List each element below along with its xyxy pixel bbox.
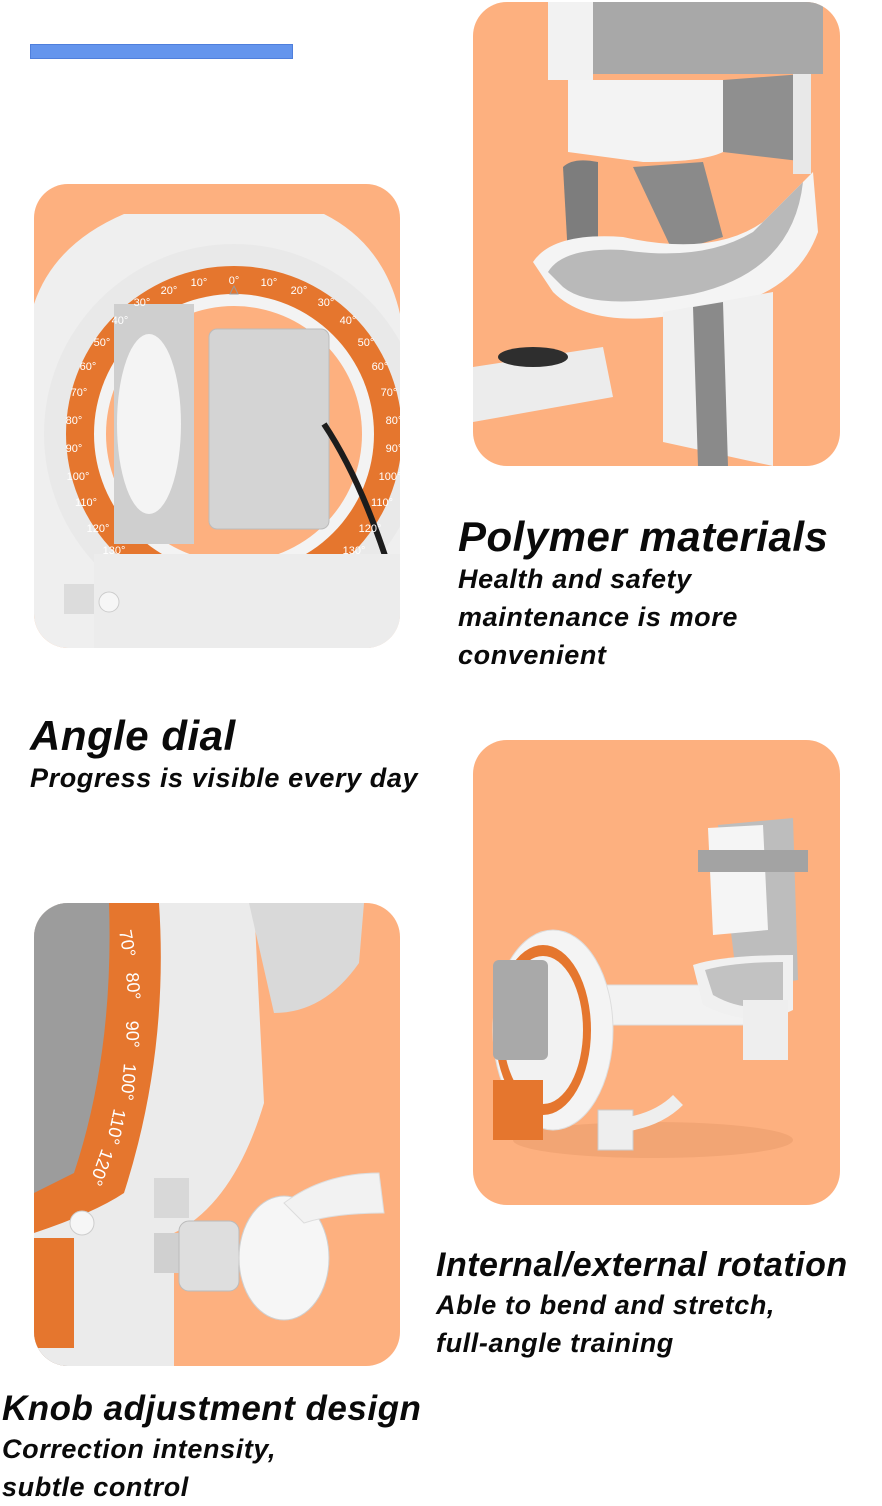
full-device-image [492,818,808,1158]
knee-brace-closeup-image [473,2,823,466]
svg-text:0°: 0° [229,275,240,287]
feature-title: Knob adjustment design [2,1389,422,1428]
feature-subtitle-line: subtle control [2,1472,189,1502]
svg-text:50°: 50° [94,337,111,349]
feature-subtitle-line: maintenance is more [458,602,739,632]
svg-text:80°: 80° [122,972,144,1001]
svg-text:10°: 10° [191,277,208,289]
svg-text:30°: 30° [134,297,151,309]
svg-text:80°: 80° [66,415,83,427]
svg-text:70°: 70° [381,387,398,399]
svg-text:40°: 40° [340,315,357,327]
knob-image-panel: 70° 80° 90° 100° 110° 120° [34,903,400,1366]
svg-text:50°: 50° [358,337,375,349]
svg-text:130°: 130° [103,545,126,557]
svg-text:40°: 40° [112,315,129,327]
feature-polymer: Polymer materials Health and safety main… [458,514,828,674]
svg-text:20°: 20° [161,285,178,297]
knob-closeup-image: 70° 80° 90° 100° 110° 120° [34,903,385,1366]
svg-text:90°: 90° [386,443,400,455]
svg-text:100°: 100° [379,471,400,483]
svg-text:120°: 120° [87,523,110,535]
feature-subtitle-line: convenient [458,640,607,670]
feature-angle-dial: Angle dial Progress is visible every day [30,713,418,797]
feature-title: Polymer materials [458,513,829,560]
rotation-image-panel [473,740,840,1205]
svg-text:90°: 90° [66,443,83,455]
svg-text:110°: 110° [75,497,97,509]
svg-text:70°: 70° [115,928,139,958]
svg-text:60°: 60° [80,361,97,373]
angle-dial-image-panel: 0° 10° 10° 20° 20° 30° 30° 40° 40° 50° 50° 60… [34,184,400,648]
svg-text:100°: 100° [67,471,90,483]
svg-text:20°: 20° [291,285,308,297]
feature-subtitle-line: full-angle training [436,1328,674,1358]
svg-text:110°: 110° [371,497,393,509]
feature-title: Internal/external rotation [436,1246,848,1284]
svg-text:120°: 120° [359,523,382,535]
svg-text:10°: 10° [261,277,278,289]
svg-text:80°: 80° [386,415,400,427]
svg-text:130°: 130° [343,545,366,557]
svg-text:30°: 30° [318,297,335,309]
svg-text:70°: 70° [71,387,88,399]
feature-subtitle-line: Correction intensity, [2,1434,277,1464]
feature-knob: Knob adjustment design Correction intens… [2,1388,421,1506]
feature-subtitle-line: Able to bend and stretch, [436,1290,776,1320]
angle-dial-closeup-image: 0° 10° 10° 20° 20° 30° 30° 40° 40° 50° 50° 60… [34,214,400,648]
svg-text:100°: 100° [117,1063,140,1102]
feature-subtitle-line: Health and safety [458,564,692,594]
polymer-image-panel [473,2,840,466]
accent-bar [30,44,293,59]
feature-rotation: Internal/external rotation Able to bend … [436,1244,848,1362]
svg-text:90°: 90° [122,1020,143,1048]
feature-subtitle-line: Progress is visible every day [30,763,419,793]
svg-text:60°: 60° [372,361,389,373]
feature-title: Angle dial [30,712,236,759]
